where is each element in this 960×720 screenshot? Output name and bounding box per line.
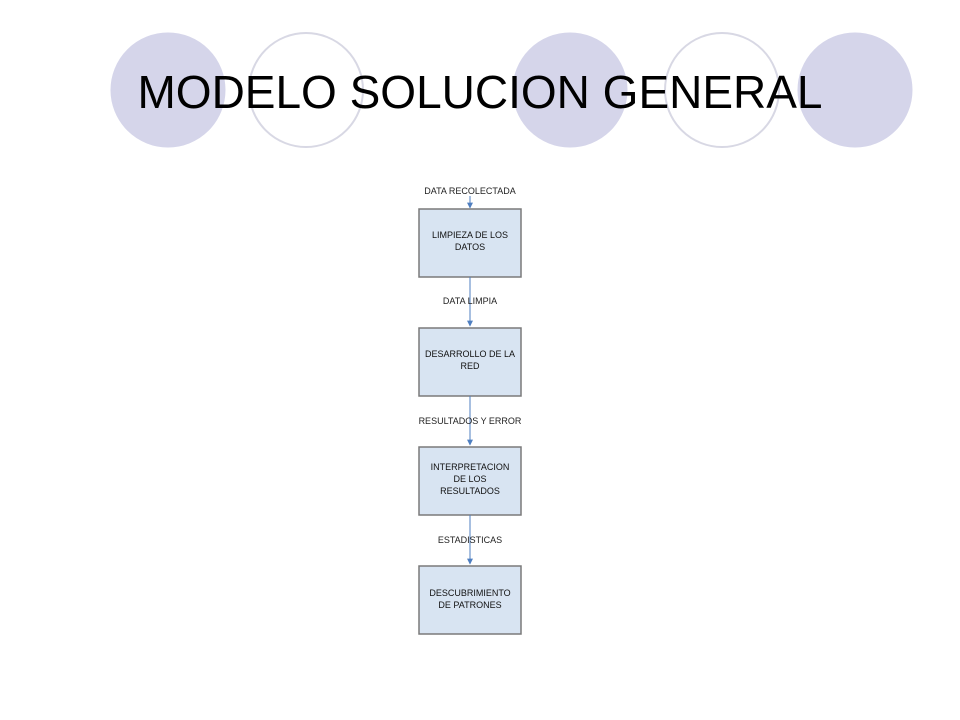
flow-step-4-line-1: DESCUBRIMIENTO [429, 588, 510, 598]
decor-circle-outline-1 [248, 32, 364, 148]
flow-step-4-line-2: DE PATRONES [438, 600, 501, 610]
header-decoration [110, 32, 913, 148]
flow-edge-label-1: DATA LIMPIA [443, 296, 497, 306]
flow-step-3-line-2: DE LOS [453, 474, 486, 484]
flow-step-3-line-1: INTERPRETACION [431, 462, 510, 472]
decor-circle-filled-1 [110, 32, 226, 148]
flow-step-3-box [418, 446, 522, 516]
flow-edge-label-2: RESULTADOS Y ERROR [419, 416, 522, 426]
decor-circle-outline-2 [664, 32, 780, 148]
flow-step-3-line-3: RESULTADOS [440, 486, 500, 496]
flow-step-2-line-1: DESARROLLO DE LA [425, 349, 515, 359]
flow-step-2-line-2: RED [460, 361, 480, 371]
flow-step-3: INTERPRETACION DE LOS RESULTADOS [418, 446, 522, 516]
flow-step-2-box [418, 327, 522, 397]
flowchart: DATA RECOLECTADA LIMPIEZA DE LOS DATOS D… [418, 186, 522, 635]
decor-circle-filled-3 [797, 32, 913, 148]
flow-step-4: DESCUBRIMIENTO DE PATRONES [418, 565, 522, 635]
flow-step-4-box [418, 565, 522, 635]
decor-circle-filled-2 [512, 32, 628, 148]
flow-edge-label-3: ESTADISTICAS [438, 535, 502, 545]
flow-step-2: DESARROLLO DE LA RED [418, 327, 522, 397]
flow-step-1-line-1: LIMPIEZA DE LOS [432, 230, 508, 240]
flow-step-1-line-2: DATOS [455, 242, 485, 252]
flow-input-label: DATA RECOLECTADA [424, 186, 516, 196]
slide-title: MODELO SOLUCION GENERAL [137, 66, 822, 118]
flow-step-1: LIMPIEZA DE LOS DATOS [418, 208, 522, 278]
